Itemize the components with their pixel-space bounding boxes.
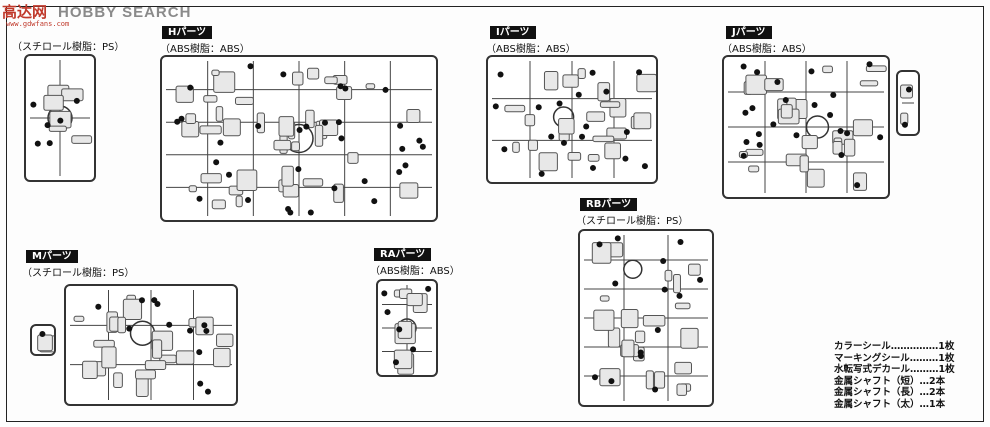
sprue-drawing [492,61,656,178]
tag-i-parts: Iパーツ [490,26,536,39]
sprue-drawing [900,84,914,128]
accessory-item: 金属シャフト（短）…2本 [834,375,946,387]
site-logo: 高达网 [2,3,48,21]
runner-m-small [30,324,56,356]
material-h: （ABS樹脂：ABS） [160,44,250,55]
accessory-list: カラーシール……………1枚 マーキングシール………1枚 水転写式デカール………1… [834,341,980,410]
material-m: （スチロール樹脂：PS） [22,268,135,279]
first-material: （スチロール樹脂：PS） [12,42,125,53]
material-rb: （スチロール樹脂：PS） [576,216,689,227]
accessory-item: 水転写式デカール………1枚 [834,364,955,375]
tag-m-parts: Mパーツ [26,250,78,263]
runner-m [64,284,238,406]
runner-first [24,54,96,182]
site-name: HOBBY SEARCH [58,4,192,21]
runner-i [486,55,658,184]
site-url: www.gdwfans.com [6,20,70,28]
runner-j [722,55,890,199]
sprue-drawing [37,330,54,353]
tag-ra-parts: RAパーツ [374,248,432,261]
runner-h [160,55,438,222]
page-frame [6,6,984,422]
sprue-drawing [30,60,93,176]
accessory-item: 金属シャフト（太）…1本 [834,398,946,410]
sprue-drawing [70,290,234,400]
tag-rb-parts: RBパーツ [580,198,638,211]
material-j: （ABS樹脂：ABS） [722,44,812,55]
sprue-drawing [381,285,432,375]
accessory-item: 金属シャフト（長）…2本 [834,387,946,398]
material-i: （ABS樹脂：ABS） [486,44,576,55]
accessory-item: カラーシール……………1枚 [834,341,955,352]
runner-rb [578,229,714,407]
sprue-drawing [166,61,432,216]
accessory-item: マーキングシール………1枚 [834,352,955,364]
sprue-drawing [728,61,887,193]
runner-ra [376,279,438,377]
tag-h-parts: Hパーツ [162,26,213,39]
material-ra: （ABS樹脂：ABS） [370,266,460,277]
tag-j-parts: Jパーツ [726,26,772,39]
sprue-drawing [584,235,708,401]
runner-j-side [896,70,920,136]
